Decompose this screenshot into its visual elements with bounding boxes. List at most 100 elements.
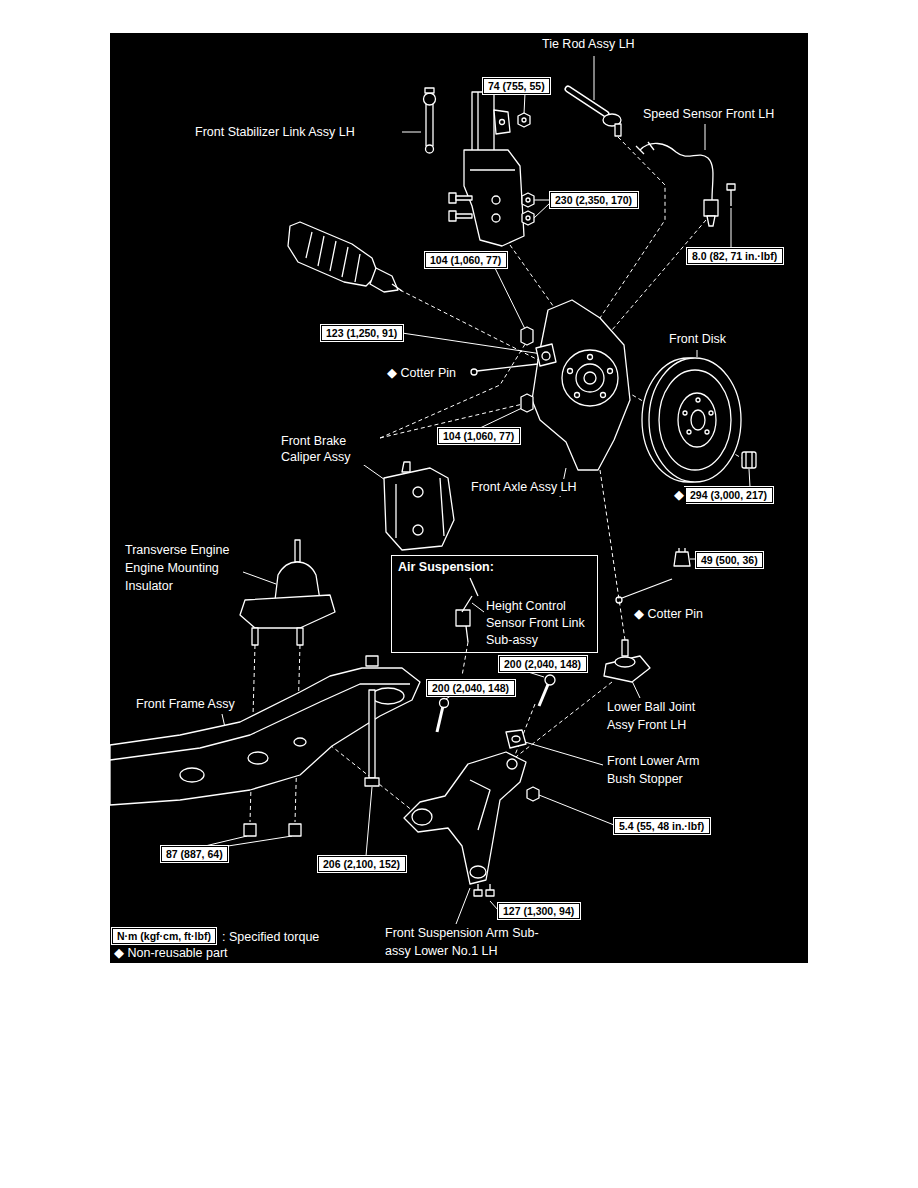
speed-sensor — [640, 143, 713, 200]
brake-caliper — [413, 487, 423, 497]
leader-line — [402, 132, 421, 133]
torque-box: 87 (887, 64) — [161, 846, 228, 862]
ball-joint — [604, 656, 650, 682]
front-frame — [289, 824, 301, 836]
front-frame — [372, 688, 404, 704]
drive-shaft — [288, 222, 378, 286]
knuckle — [575, 393, 580, 398]
leader-line — [524, 93, 525, 114]
lower-arm — [470, 780, 490, 830]
stabilizer-link — [424, 93, 436, 105]
knuckle — [521, 300, 630, 470]
height-sensor — [462, 596, 472, 642]
torque-box: 200 (2,040, 148) — [427, 680, 515, 696]
dashed-guide — [512, 682, 612, 760]
knuckle — [521, 394, 533, 412]
front-frame — [369, 690, 375, 778]
cotter-pin — [477, 364, 538, 371]
part-label: Speed Sensor Front LH — [641, 106, 776, 123]
bolt — [456, 214, 472, 218]
hub-nut — [751, 452, 752, 468]
torque-value: 123 (1,250, 91) — [322, 326, 402, 340]
engine-mount — [297, 628, 303, 645]
strut-bracket — [477, 92, 478, 154]
torque-value: 104 (1,060, 77) — [426, 253, 506, 267]
bush-stopper — [506, 730, 526, 748]
part-label: Front Stabilizer Link Assy LH — [193, 124, 357, 141]
strut-bracket — [494, 110, 510, 134]
drive-shaft — [370, 268, 398, 292]
strut-bracket — [470, 169, 515, 170]
part-label: Lower Ball Joint Assy Front LH — [605, 698, 721, 734]
lower-arm — [477, 884, 478, 890]
strut-bracket — [500, 120, 505, 125]
torque-value: 206 (2,100, 152) — [319, 857, 405, 871]
torque-box: 200 (2,040, 148) — [499, 656, 587, 672]
torque-box: 206 (2,100, 152) — [318, 856, 406, 872]
leader-line — [525, 742, 603, 765]
part-label: Front Disk — [667, 331, 728, 348]
torque-box: N·m (kgf·cm, ft·lbf) — [112, 928, 216, 944]
part-label: ◆ Cotter Pin — [385, 365, 458, 382]
part-label: Front Lower Arm Bush Stopper — [605, 752, 731, 788]
nut — [518, 113, 530, 127]
leader-line — [205, 56, 750, 924]
stabilizer-link — [426, 104, 433, 146]
bolt — [545, 675, 555, 685]
part-label: Height Control Sensor Front Link Sub-ass… — [486, 598, 594, 649]
nut — [522, 118, 526, 122]
leader-line — [534, 200, 550, 218]
leader-line — [495, 268, 525, 329]
leader-line — [632, 681, 640, 698]
leader-line — [205, 836, 292, 846]
strut-bracket — [464, 92, 524, 246]
hub-nut — [742, 452, 756, 468]
tie-rod — [568, 89, 606, 114]
brake-disc — [642, 358, 741, 482]
brake-disc — [691, 410, 705, 430]
torque-box: 8.0 (82, 71 in.·lbf) — [687, 248, 783, 264]
front-frame — [180, 768, 204, 782]
tie-rod — [568, 89, 621, 136]
hub-nut — [745, 452, 746, 468]
torque-value: N·m (kgf·cm, ft·lbf) — [113, 929, 215, 943]
nut — [518, 113, 534, 225]
engine-mount — [252, 628, 258, 645]
nut — [522, 193, 534, 207]
leader-line — [366, 787, 372, 856]
lower-arm — [404, 752, 526, 884]
engine-mount — [295, 540, 300, 562]
leader-line — [456, 888, 470, 924]
dashed-guide — [462, 642, 468, 676]
knuckle — [588, 355, 593, 360]
leader-line — [705, 124, 706, 150]
lower-arm — [489, 884, 490, 890]
dashed-guide — [600, 470, 625, 640]
strut-bracket — [464, 150, 524, 246]
strut-bracket — [492, 214, 500, 222]
brake-disc — [678, 393, 716, 447]
lower-arm — [527, 787, 539, 801]
torque-box: 230 (2,350, 170) — [550, 192, 638, 208]
height-sensor — [470, 578, 478, 596]
hub-nut — [742, 452, 756, 468]
front-frame — [248, 752, 268, 764]
leader-line — [731, 208, 732, 248]
dashed-guide — [515, 704, 535, 755]
leader-line — [594, 56, 595, 100]
leader-line — [480, 408, 522, 428]
knuckle — [568, 369, 573, 374]
bolt — [437, 706, 443, 732]
bolt — [539, 682, 549, 706]
knuckle — [601, 393, 606, 398]
bush-stopper — [512, 736, 520, 742]
torque-value: 8.0 (82, 71 in.·lbf) — [688, 249, 782, 263]
speed-sensor — [704, 200, 718, 216]
torque-value: 74 (755, 55) — [484, 79, 549, 93]
tie-rod — [615, 124, 621, 136]
knuckle — [562, 350, 618, 406]
torque-value: 200 (2,040, 148) — [500, 657, 586, 671]
bolt — [449, 193, 472, 221]
